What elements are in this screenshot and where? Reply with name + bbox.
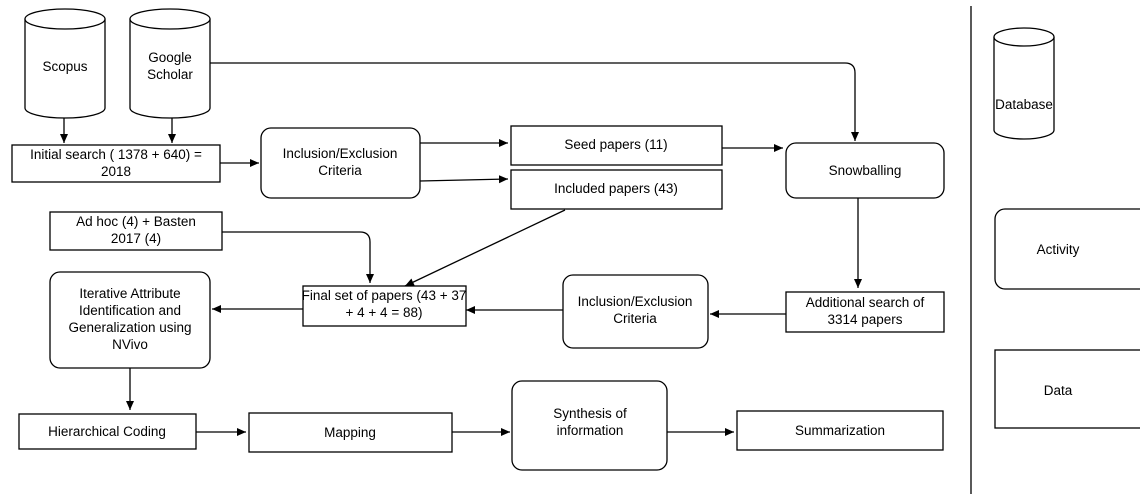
included-papers-box: Included papers (43) — [510, 169, 723, 210]
initial-search-line-1: Initial search ( 1378 + 640) = — [30, 147, 202, 162]
final-set-box: Final set of papers (43 + 37 + 4 + 4 = 88… — [302, 285, 467, 327]
scopus-database: Scopus — [24, 8, 106, 119]
included-papers-label: Included papers (43) — [554, 181, 678, 196]
ad-hoc-box: Ad hoc (4) + Basten 2017 (4) — [49, 211, 223, 251]
legend-data: Data — [994, 349, 1140, 429]
legend-database: Database — [993, 27, 1055, 140]
iterative-attribute-line-1: Iterative Attribute — [79, 286, 180, 301]
synthesis-line-1: Synthesis of — [553, 406, 627, 421]
additional-search-line-2: 3314 papers — [827, 312, 902, 327]
hierarchical-coding-label: Hierarchical Coding — [48, 424, 166, 439]
iterative-attribute-line-3: Generalization using — [68, 320, 191, 335]
final-set-label: Final set of papers (43 + 37 + 4 + 4 = 88… — [302, 288, 467, 320]
synthesis-line-2: information — [557, 423, 624, 438]
inclusion-exclusion-1-line-2: Criteria — [318, 163, 362, 178]
snowballing-activity: Snowballing — [785, 142, 945, 199]
snowballing-line-1: Snowballing — [829, 163, 902, 178]
hierarchical-coding-line-1: Hierarchical Coding — [48, 424, 166, 439]
edge-scholar-to-snowballing — [210, 62, 859, 141]
additional-search-box: Additional search of 3314 papers — [785, 291, 945, 333]
seed-papers-box: Seed papers (11) — [510, 125, 723, 166]
connectors — [60, 62, 862, 436]
seed-papers-label: Seed papers (11) — [564, 137, 667, 152]
hierarchical-coding-box: Hierarchical Coding — [18, 413, 197, 450]
database-line-1: Database — [995, 97, 1053, 112]
inclusion-exclusion-2-line-2: Criteria — [613, 311, 657, 326]
final-set-line-2: + 4 + 4 = 88) — [346, 305, 423, 320]
google-scholar-line-1: Google — [148, 50, 192, 65]
included-papers-line-1: Included papers (43) — [554, 181, 678, 196]
final-set-line-1: Final set of papers (43 + 37 — [302, 288, 467, 303]
initial-search-label: Initial search ( 1378 + 640) = 2018 — [30, 147, 202, 179]
scopus-label: Scopus — [42, 59, 87, 74]
inclusion-exclusion-2-line-1: Inclusion/Exclusion — [578, 294, 693, 309]
initial-search-line-2: 2018 — [101, 164, 131, 179]
edge-included-to-final — [404, 209, 566, 287]
mapping-label: Mapping — [324, 425, 376, 440]
google-scholar-line-2: Scholar — [147, 67, 193, 82]
data-line-1: Data — [1044, 383, 1073, 398]
edge-inclusion-to-included — [419, 175, 509, 184]
inclusion-exclusion-1-line-1: Inclusion/Exclusion — [283, 146, 398, 161]
legend-database-label: Database — [995, 97, 1053, 112]
mapping-line-1: Mapping — [324, 425, 376, 440]
additional-search-label: Additional search of 3314 papers — [806, 295, 925, 327]
activity-line-1: Activity — [1037, 242, 1080, 257]
iterative-attribute-line-2: Identification and — [79, 303, 181, 318]
ad-hoc-line-2: 2017 (4) — [111, 231, 161, 246]
summarization-box: Summarization — [736, 410, 944, 451]
summarization-label: Summarization — [795, 423, 885, 438]
mapping-box: Mapping — [248, 412, 453, 453]
synthesis-label: Synthesis of information — [553, 406, 627, 438]
initial-search-box: Initial search ( 1378 + 640) = 2018 — [11, 144, 221, 183]
ad-hoc-label: Ad hoc (4) + Basten 2017 (4) — [76, 214, 196, 246]
snowballing-label: Snowballing — [829, 163, 902, 178]
synthesis-activity: Synthesis of information — [511, 380, 668, 471]
summarization-line-1: Summarization — [795, 423, 885, 438]
edge-adhoc-to-final — [222, 231, 374, 283]
legend-activity-label: Activity — [1037, 242, 1080, 257]
legend-activity: Activity — [994, 208, 1140, 290]
scopus-line-1: Scopus — [42, 59, 87, 74]
iterative-attribute-line-4: NVivo — [112, 337, 148, 352]
ad-hoc-line-1: Ad hoc (4) + Basten — [76, 214, 196, 229]
legend-data-label: Data — [1044, 383, 1073, 398]
additional-search-line-1: Additional search of — [806, 295, 925, 310]
seed-papers-line-1: Seed papers (11) — [564, 137, 667, 152]
